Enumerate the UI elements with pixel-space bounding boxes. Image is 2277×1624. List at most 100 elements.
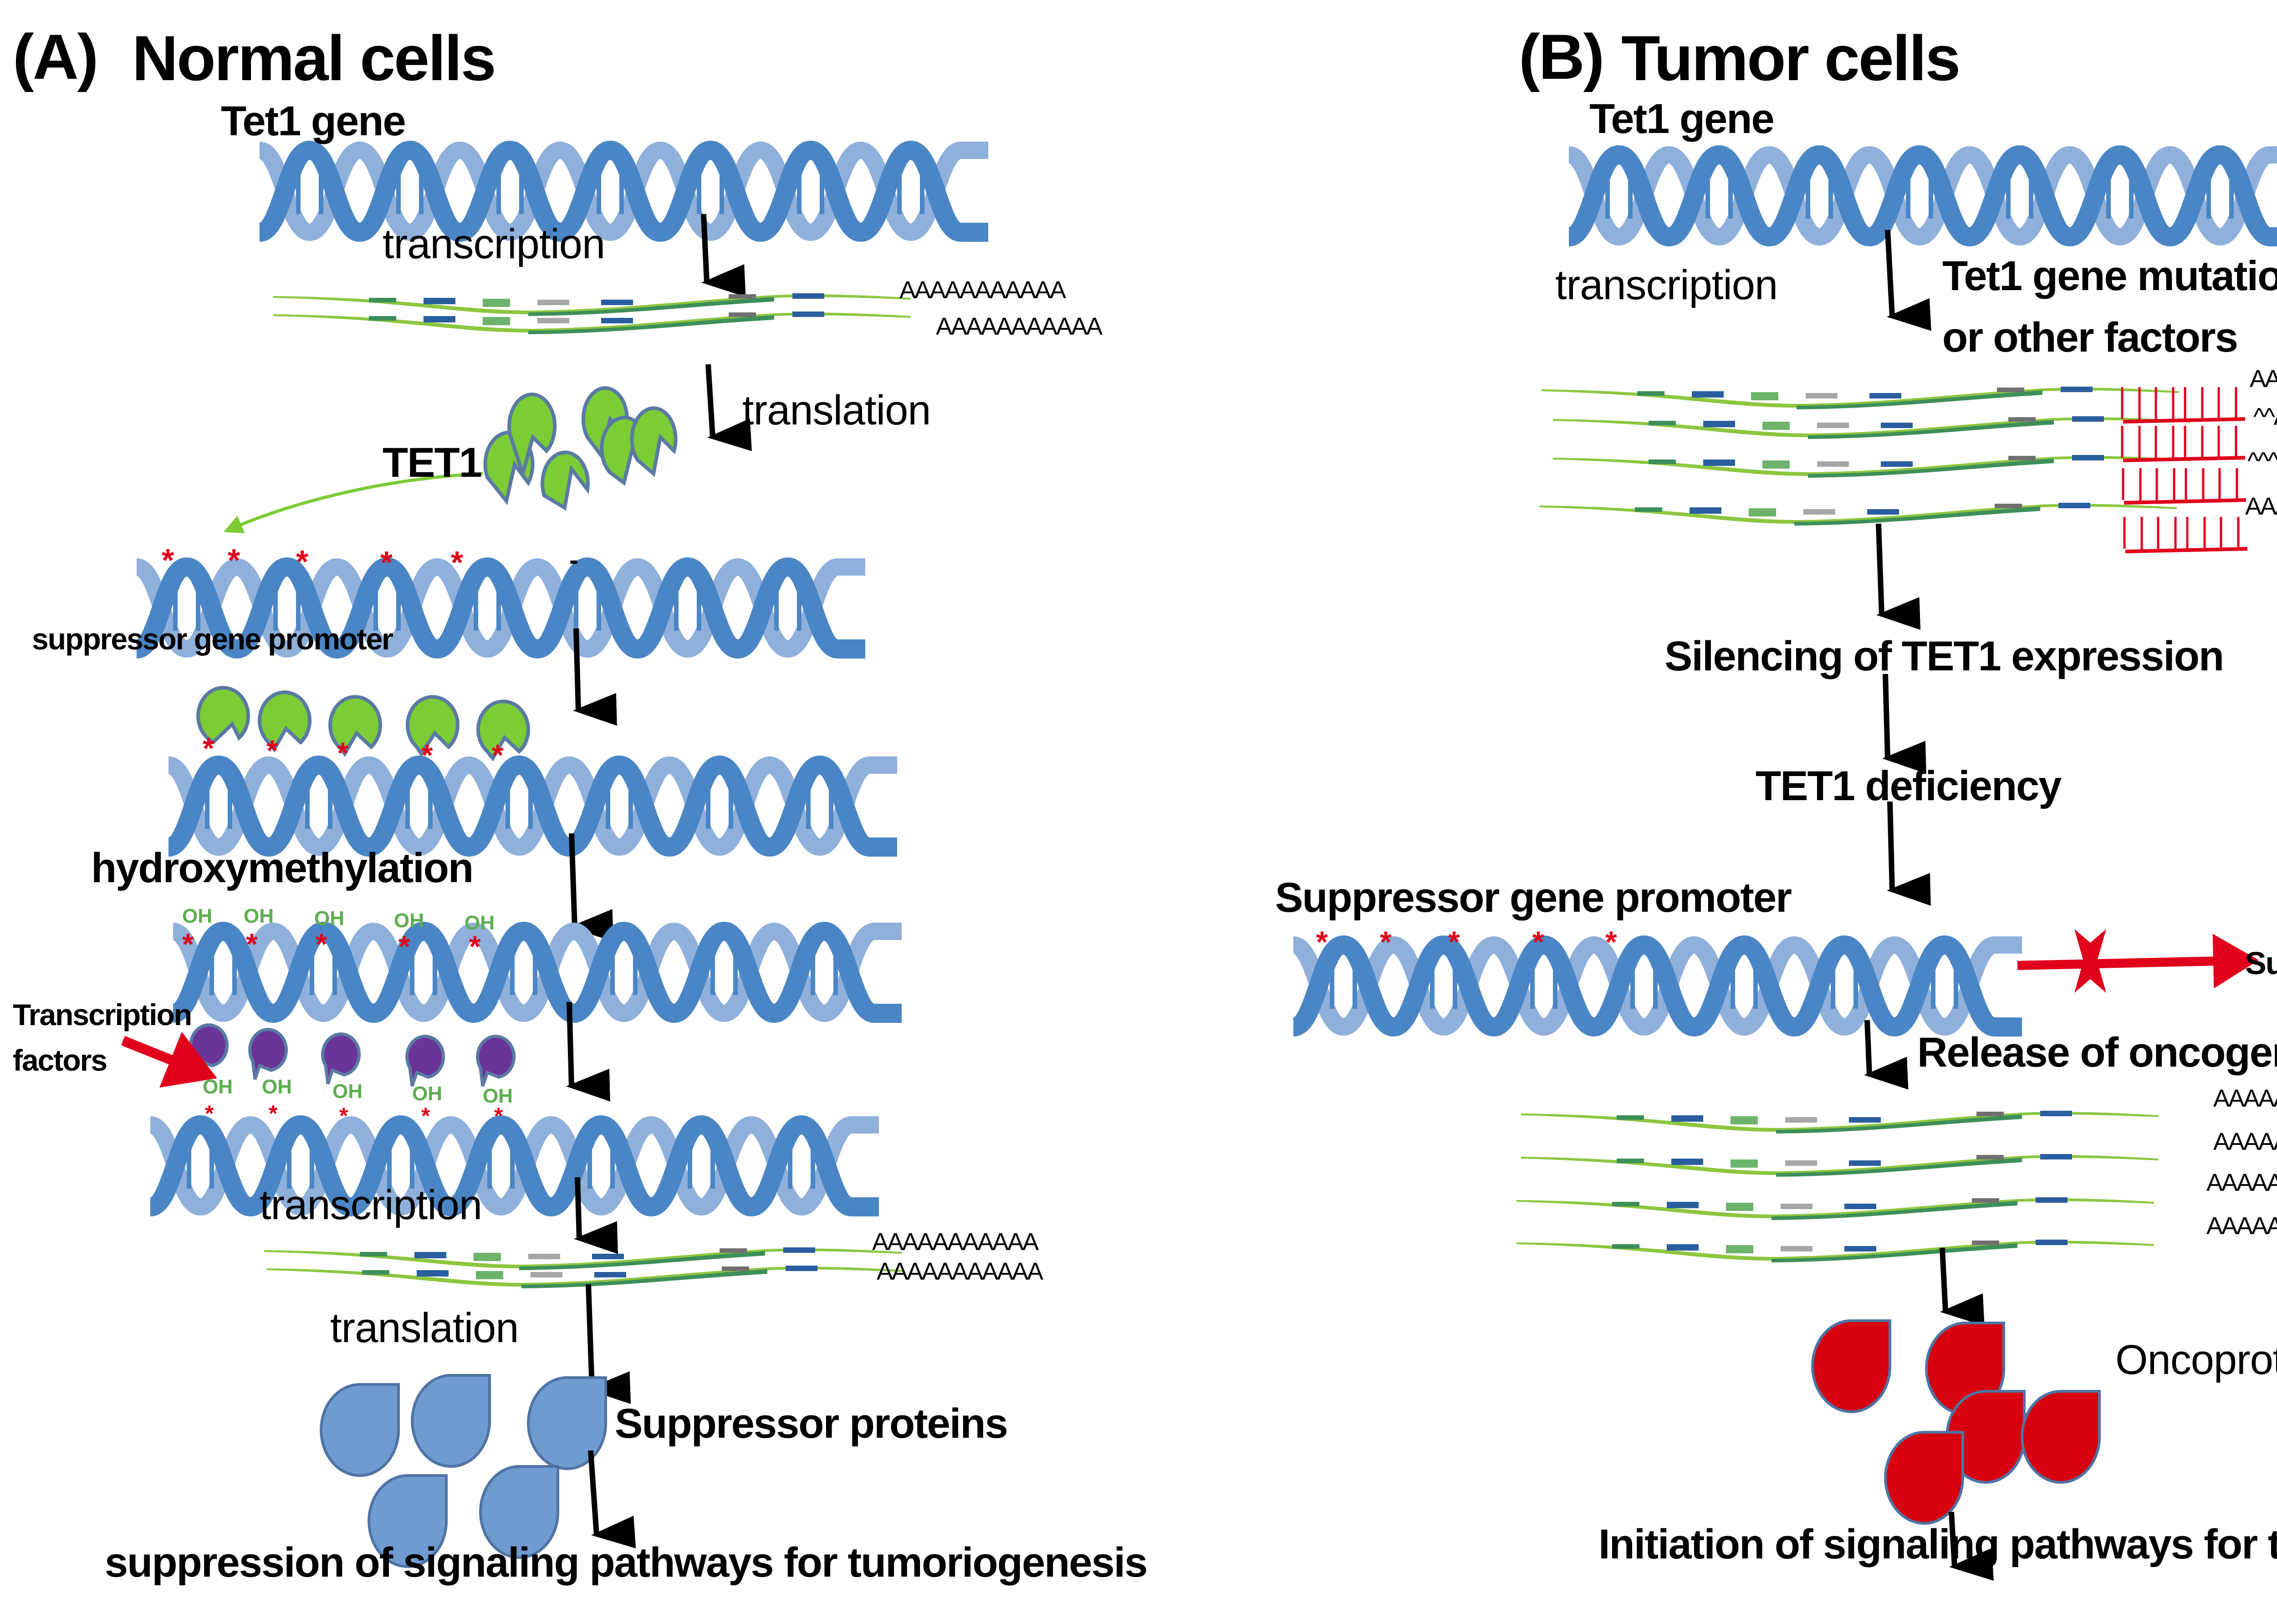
methyl-mark: * [296, 544, 309, 579]
oh-label: OH [244, 905, 274, 927]
step-arrow-icon [1876, 523, 1921, 630]
translation-arrow-icon [586, 1284, 631, 1404]
oh-label: OH [465, 912, 495, 934]
hydroxymethylated-dna-icon [173, 931, 902, 1013]
tet1-gene-dna-icon [1569, 155, 2277, 237]
mirna-binding-icon [2123, 468, 2246, 503]
oncogene-polya-tail: AAAAAAAAAAA [2213, 1128, 2277, 1155]
mirna-binding-icon [2124, 517, 2247, 552]
methyl-mark: * [494, 1103, 503, 1129]
transcription-factors-label-line1: Transcription [13, 998, 192, 1032]
oncoprotein-label: Oncoprotein such as EZH2 [2115, 1337, 2277, 1383]
hydroxymethylation-label: hydroxymethylation [91, 845, 474, 891]
panel-a-outcome: suppression of signaling pathways for tu… [105, 1539, 1148, 1586]
oncoprotein-cluster-icon [1812, 1321, 2099, 1523]
methyl-mark: * [1380, 925, 1392, 959]
suppressor-protein-cluster-icon [321, 1375, 606, 1567]
methyl-mark: * [421, 1103, 430, 1129]
oncogene-polya-tail: AAAAAAAAAAA [2206, 1212, 2277, 1240]
mirna-binding-icon [2122, 426, 2245, 460]
methyl-mark: * [1448, 925, 1460, 959]
tet1-factors-label-line2: or other factors [1942, 314, 2238, 361]
oncogene-polya-tail: AAAAAAAAAAA [2213, 1085, 2277, 1112]
suppressor-gene-silencing-label: Suppressor Gene silensing [2245, 945, 2277, 981]
translation-label: translation [330, 1305, 519, 1351]
step-arrow-icon [1887, 801, 1931, 906]
mrna-strand-icon [1516, 1240, 2154, 1262]
oh-label: OH [483, 1085, 513, 1107]
tet1-gene-label: Tet1 gene [221, 98, 406, 144]
oh-label: OH [332, 1080, 362, 1103]
polya-tail: AAAAAAAAAAA [877, 1258, 1043, 1285]
oncogene-polya-tail: AAAAAAAAAAA [2206, 1169, 2277, 1196]
step-arrow-icon [1882, 674, 1926, 774]
mirna-polya-tail: AAAAAAAAAAA [2245, 493, 2277, 520]
transcription-factor-row-icon [189, 1023, 516, 1087]
methyl-mark: * [1532, 925, 1544, 959]
methyl-mark: * [451, 545, 464, 580]
methyl-mark: * [337, 736, 349, 770]
mrna-strand-icon [1553, 455, 2190, 478]
tet1-gene-dna-icon [260, 150, 988, 232]
outcome-arrow-icon [588, 1450, 636, 1549]
release-label: Release of oncogene silencing [1917, 1029, 2277, 1076]
mrna-strand-icon [1521, 1154, 2159, 1177]
hydroxymethylation-arrow-icon [569, 833, 614, 942]
transcription-label: transcription [383, 221, 605, 267]
tet1-target-arrow-icon [223, 472, 483, 534]
panel-a-title: Normal cells [132, 22, 496, 94]
tet1-protein-label: TET1 [383, 439, 482, 486]
mrna-strand-icon [1521, 1111, 2159, 1134]
promoter-label: Suppressor gene promoter [1275, 874, 1792, 921]
methyl-mark: * [492, 738, 504, 772]
suppressor-proteins-label: Suppressor proteins [615, 1400, 1008, 1447]
mirna-polya-tail: ^^^AAAAAAAAAAA [2247, 447, 2277, 475]
methyl-mark: * [398, 929, 410, 963]
transcription-factor-pointer-icon [121, 1032, 217, 1088]
transcription-label: transcription [1555, 262, 1778, 308]
bound-dna-icon [168, 765, 897, 847]
panel-b-outcome: Initiation of signaling pathways for tum… [1598, 1521, 2277, 1568]
tet1-enzyme-cluster-icon [483, 386, 678, 511]
bound-tet1-row-icon [196, 686, 530, 762]
silencing-label: Silencing of TET1 expression [1664, 633, 2224, 679]
step-arrow-icon [566, 1001, 610, 1102]
transcription-factors-label-line2: factors [13, 1043, 107, 1077]
methyl-mark: * [162, 542, 174, 578]
methyl-mark: * [269, 1101, 278, 1126]
outcome-arrow-icon [1949, 1512, 1994, 1581]
methyl-mark: * [246, 927, 258, 961]
oh-label: OH [394, 909, 424, 932]
polya-tail: AAAAAAAAAAA [872, 1228, 1039, 1256]
dash-mark: - [569, 545, 578, 575]
methyl-mark: * [469, 929, 481, 963]
methyl-mark: * [205, 1101, 214, 1126]
release-arrow-icon [1864, 1020, 1909, 1090]
tet1-deficiency-label: TET1 deficiency [1756, 763, 2062, 809]
mrna-strand-icon [1516, 1197, 2154, 1220]
translation-arrow-icon [1940, 1247, 1985, 1326]
blocked-expression-arrow-icon [2017, 934, 2259, 989]
mrna-strand-icon [273, 312, 911, 334]
panel-b-label: (B) [1519, 21, 1604, 92]
polya-tail: AAAAAAAAAAA [899, 276, 1066, 304]
mrna-strand-icon [266, 1266, 904, 1288]
oh-label: OH [412, 1083, 442, 1105]
mrna-strand-icon [1553, 416, 2190, 439]
transcription-arrow-icon [1885, 230, 1931, 331]
translation-label: translation [742, 387, 931, 434]
mrna-strand-icon [1542, 387, 2179, 409]
methyl-mark: * [421, 738, 433, 772]
mirna-binding-icon [2122, 387, 2245, 422]
methyl-mark: * [1316, 925, 1328, 959]
mirna-polya-tail: AAAAAAAAAAA [2250, 365, 2277, 393]
oh-label: OH [314, 907, 344, 929]
methyl-mark: * [266, 734, 278, 767]
promoter-dna-icon [1293, 945, 2022, 1027]
blocked-x-icon [2074, 929, 2106, 993]
tet1-factors-label-line1: Tet1 gene mutations, miRNAs [1942, 253, 2277, 299]
promoter-label: suppressor gene promoter [32, 622, 393, 656]
oh-label: OH [182, 905, 212, 927]
polya-tail: AAAAAAAAAAA [936, 313, 1103, 340]
